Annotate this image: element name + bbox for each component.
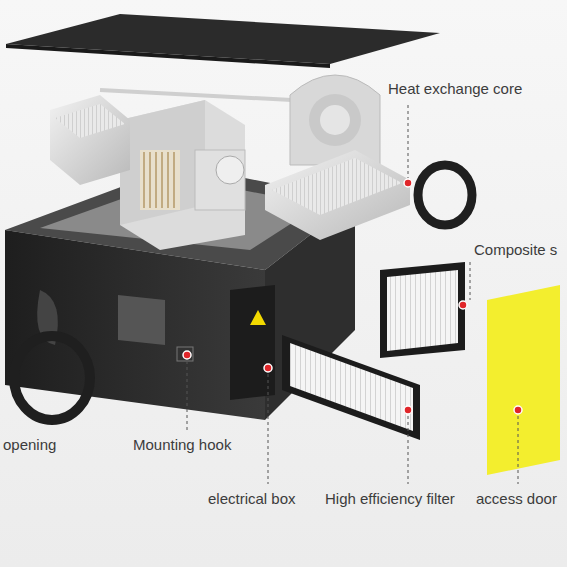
part-label: electrical box (208, 490, 296, 508)
part-label: Mounting hook (133, 436, 231, 454)
part-label: access door (476, 490, 557, 508)
part-label: Composite s (474, 241, 557, 259)
part-label: opening (3, 436, 56, 454)
part-label: High efficiency filter (325, 490, 455, 508)
part-label: Heat exchange core (388, 80, 522, 98)
